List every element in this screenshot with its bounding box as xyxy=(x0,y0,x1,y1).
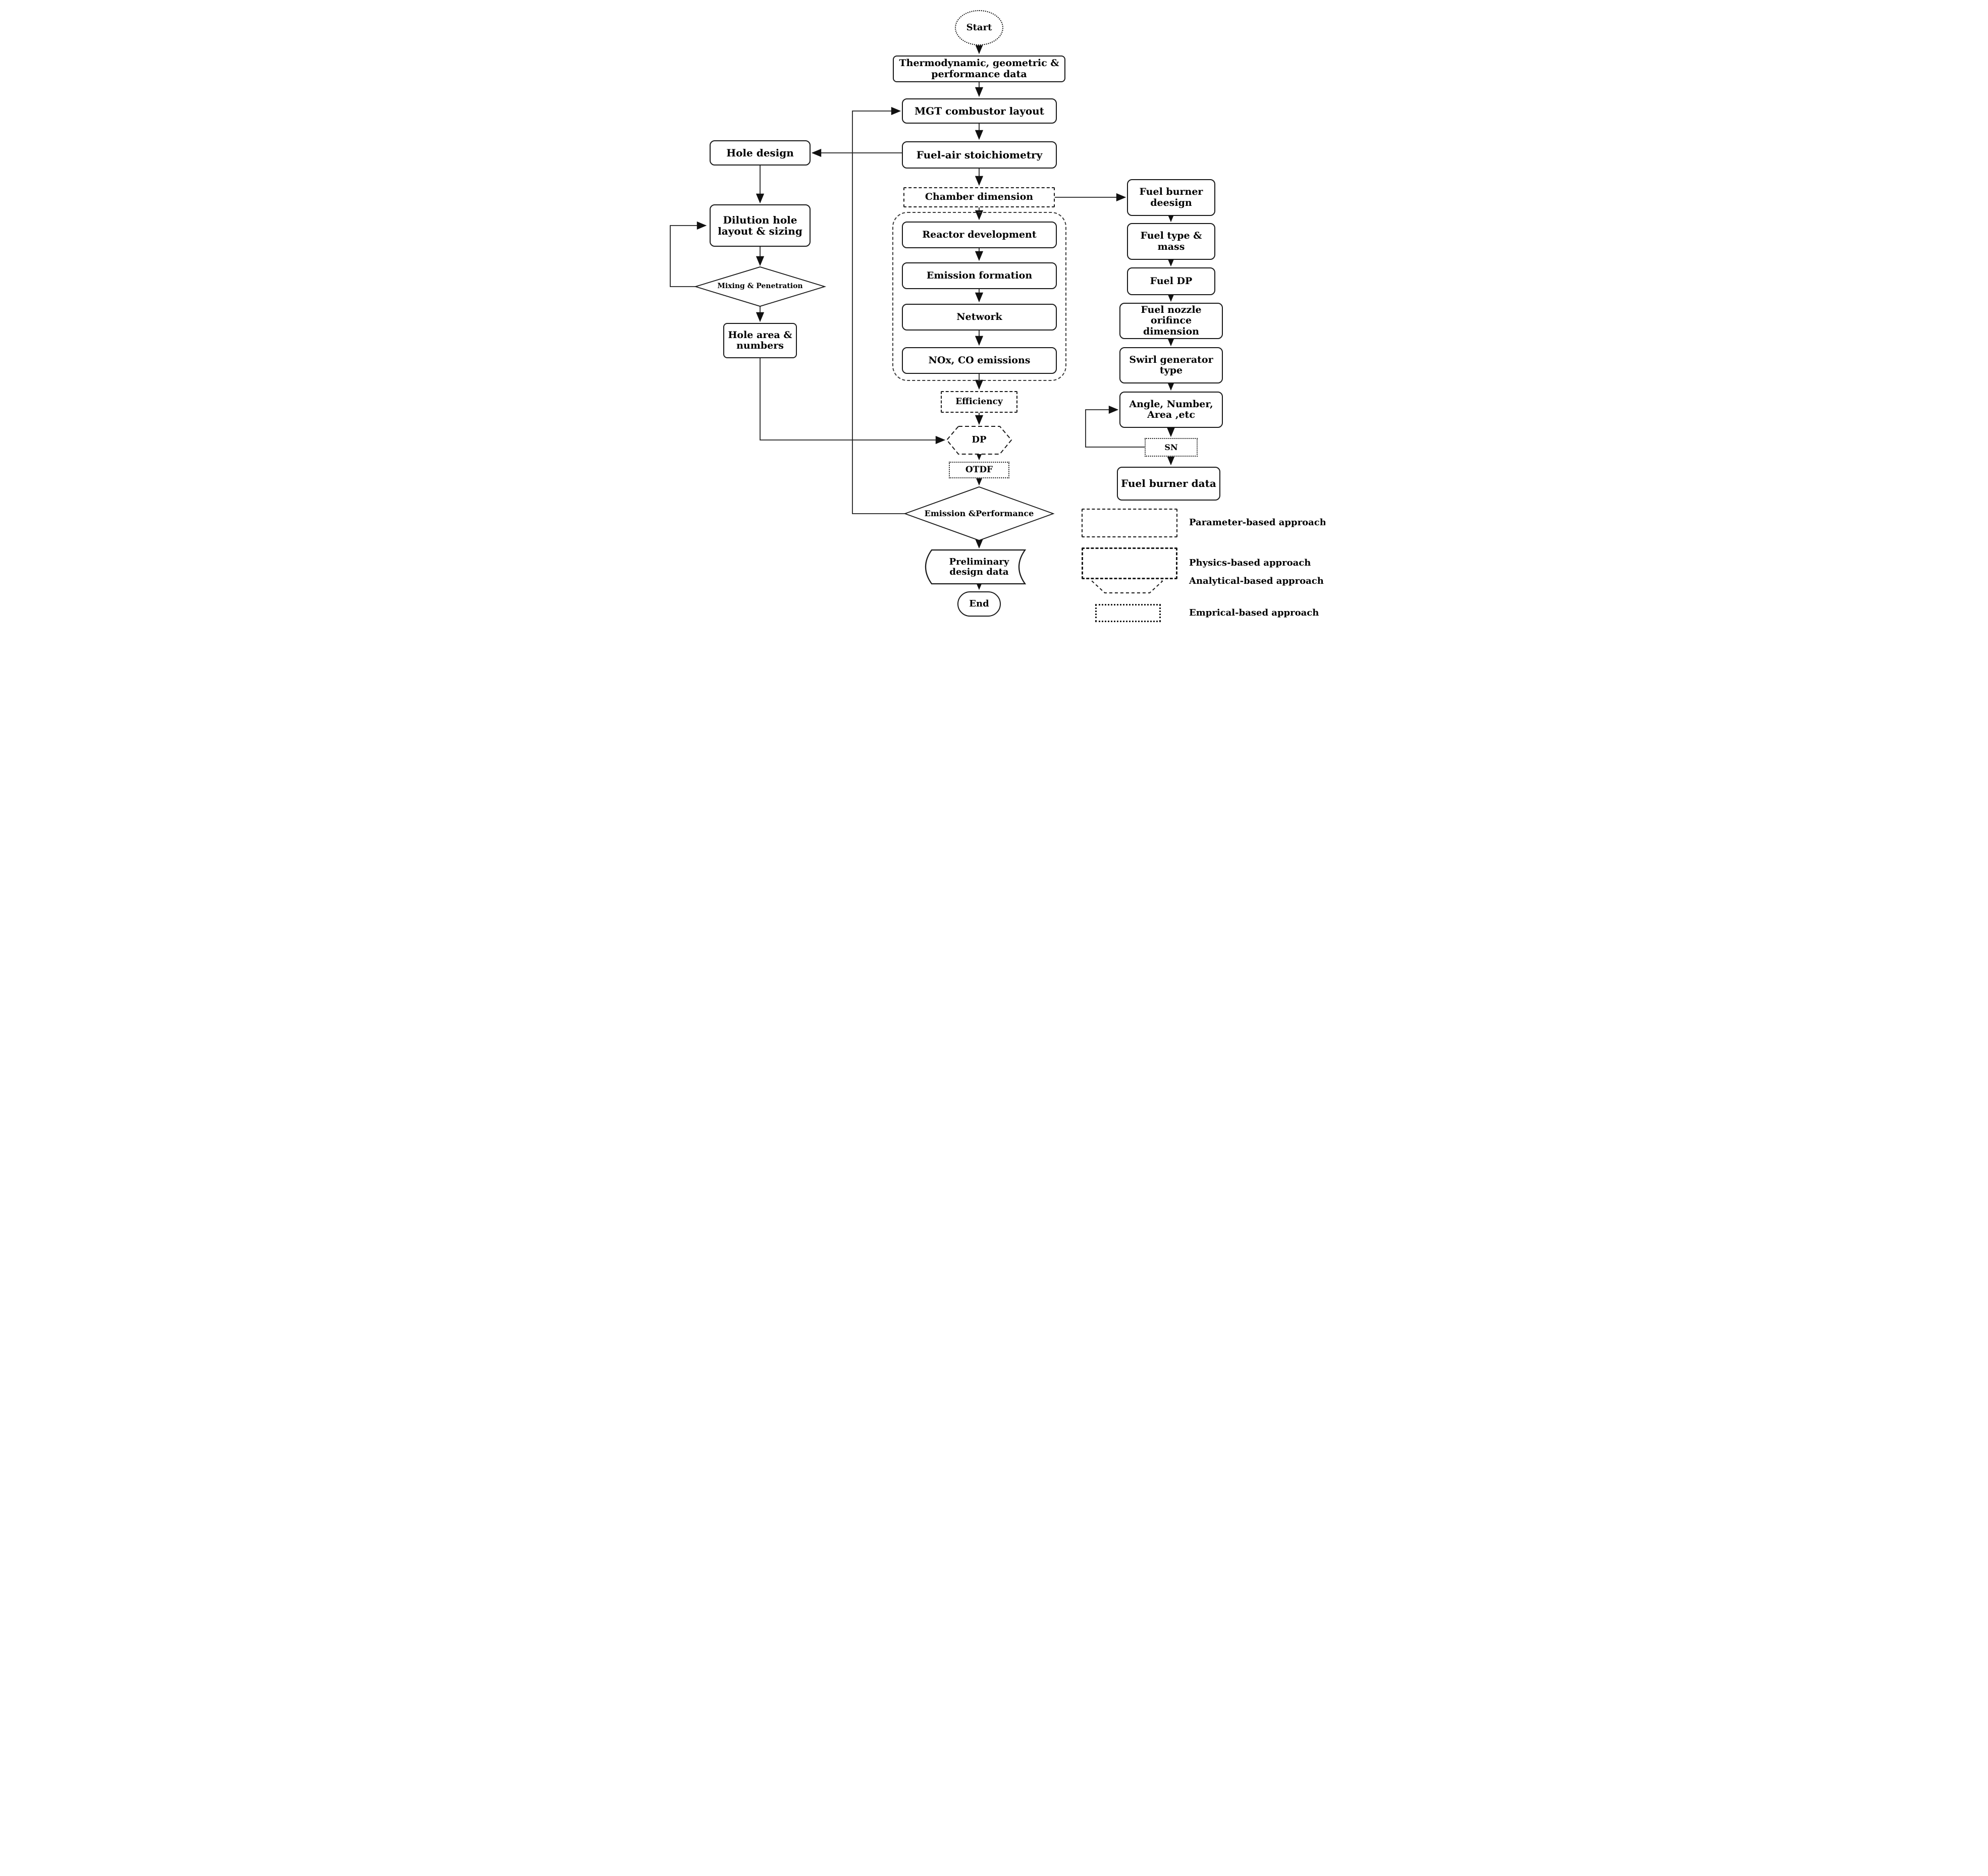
node-fuel-dp: Fuel DP xyxy=(1127,267,1215,295)
legend-label-empirical: Emprical-based approach xyxy=(1189,608,1319,618)
node-fuel-burner-data: Fuel burner data xyxy=(1117,467,1220,501)
node-reactor-development: Reactor development xyxy=(902,222,1057,248)
node-fuel-type-mass: Fuel type & mass xyxy=(1127,223,1215,260)
node-end: End xyxy=(957,591,1001,617)
legend-label-parameter: Parameter-based approach xyxy=(1189,517,1325,528)
node-hole-design: Hole design xyxy=(710,140,811,165)
node-chamber-dimension: Chamber dimension xyxy=(903,187,1055,207)
node-emission-formation: Emission formation xyxy=(902,262,1057,289)
node-thermodynamic-data: Thermodynamic, geometric & performance d… xyxy=(893,56,1065,82)
node-preliminary-design-data: Preliminary design data xyxy=(949,556,1009,577)
node-angle-number-area: Angle, Number, Area ,etc xyxy=(1119,392,1223,428)
node-fuel-air-stoichiometry: Fuel-air stoichiometry xyxy=(902,141,1057,169)
node-swirl-generator: Swirl generator type xyxy=(1119,347,1223,383)
arrow-mixing-loop-to-dilution xyxy=(670,221,707,287)
node-start: Start xyxy=(955,10,1003,45)
node-otdf: OTDF xyxy=(949,462,1009,478)
node-emission-performance: Emission &Performance xyxy=(924,509,1034,519)
flowchart-canvas: Start Thermodynamic, geometric & perform… xyxy=(663,0,1325,625)
node-sn: SN xyxy=(1145,438,1198,457)
node-hole-area: Hole area & numbers xyxy=(723,323,797,358)
node-dp: DP xyxy=(972,434,987,446)
node-fuel-nozzle-orifice: Fuel nozzle orifince dimension xyxy=(1119,303,1223,339)
legend-swatch-empirical xyxy=(1095,604,1161,622)
legend-swatch-parameter xyxy=(1082,509,1177,537)
arrow-emissionperf-feedback-to-mgt xyxy=(852,106,905,514)
legend-label-physics: Physics-based approach xyxy=(1189,558,1311,568)
mixing-diamond-shape xyxy=(693,266,827,307)
dp-hexagon-shape xyxy=(946,426,1012,455)
node-mixing-penetration: Mixing & Penetration xyxy=(717,282,803,291)
legend-swatch-physics xyxy=(1082,547,1177,579)
node-dilution-hole: Dilution hole layout & sizing xyxy=(710,204,811,247)
node-fuel-burner-design: Fuel burner deesign xyxy=(1127,179,1215,216)
node-network: Network xyxy=(902,304,1057,330)
arrow-holearea-to-dp xyxy=(760,358,946,445)
node-efficiency: Efficiency xyxy=(941,391,1017,413)
arrow-sn-loop-to-angle xyxy=(1085,405,1145,448)
preliminary-document-shape xyxy=(925,549,1027,585)
emission-performance-diamond-shape xyxy=(903,486,1055,541)
node-nox-co-emissions: NOx, CO emissions xyxy=(902,347,1057,374)
node-mgt-combustor-layout: MGT combustor layout xyxy=(902,98,1057,124)
legend-label-analytical: Analytical-based approach xyxy=(1189,576,1324,586)
